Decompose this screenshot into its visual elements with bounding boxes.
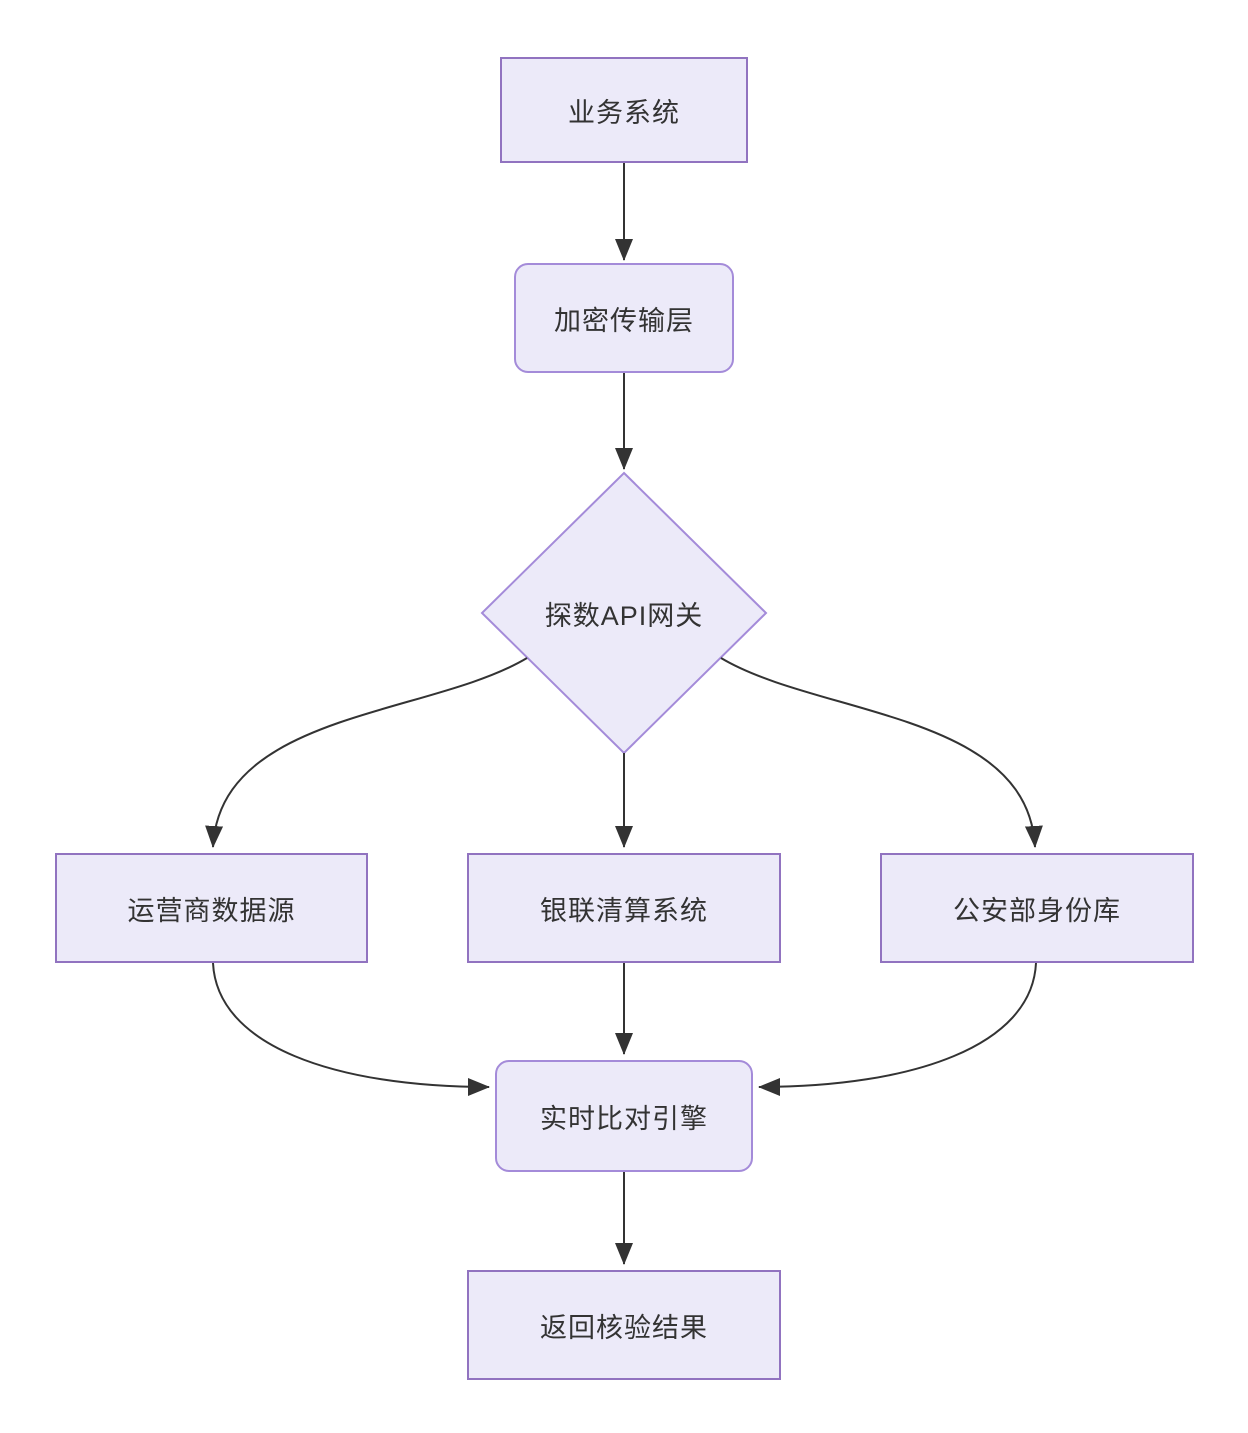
node-unionpay-clearing-system: 银联清算系统: [467, 853, 781, 963]
edge-carrier-engine: [212, 962, 490, 1096]
node-business-system: 业务系统: [500, 57, 748, 163]
node-unionpay-clearing-system-label: 银联清算系统: [540, 895, 708, 926]
node-return-verification-result-label: 返回核验结果: [540, 1312, 708, 1343]
node-return-verification-result: 返回核验结果: [467, 1270, 781, 1380]
edge-gateway-carrier: [205, 657, 528, 848]
node-realtime-comparison-engine: 实时比对引擎: [495, 1060, 753, 1172]
node-realtime-comparison-engine-label: 实时比对引擎: [540, 1103, 708, 1134]
node-business-system-label: 业务系统: [568, 97, 680, 128]
node-police-identity-database: 公安部身份库: [880, 853, 1194, 963]
node-carrier-data-source: 运营商数据源: [55, 853, 368, 963]
node-api-gateway-label: 探数API网关: [544, 600, 704, 631]
node-police-identity-database-label: 公安部身份库: [953, 895, 1121, 926]
edge-gateway-police: [720, 657, 1043, 848]
node-encrypted-transport-layer-label: 加密传输层: [554, 305, 694, 336]
node-carrier-data-source-label: 运营商数据源: [127, 895, 296, 926]
edge-police-engine: [758, 962, 1037, 1096]
node-api-gateway: 探数API网关: [482, 591, 766, 635]
node-encrypted-transport-layer: 加密传输层: [514, 263, 734, 373]
